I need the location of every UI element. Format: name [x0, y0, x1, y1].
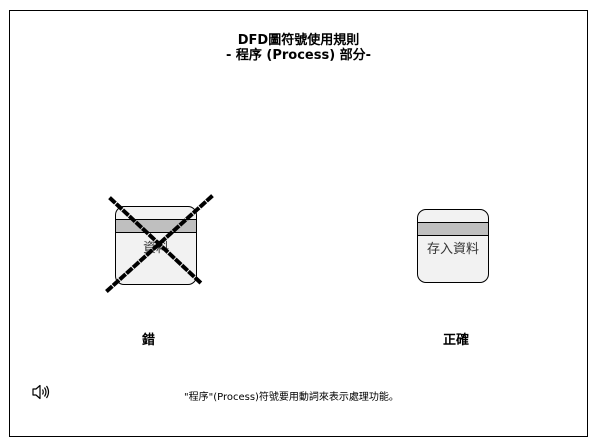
slide-subtitle: - 程序 (Process) 部分-	[225, 48, 372, 63]
slide: DFD圖符號使用規則 - 程序 (Process) 部分- 資料 存入資料 錯 …	[9, 10, 588, 437]
cross-mark-icon	[104, 194, 214, 294]
process-header-band	[418, 222, 488, 236]
speaker-icon[interactable]	[32, 384, 50, 400]
wrong-caption: 錯	[142, 333, 156, 348]
right-caption: 正確	[443, 333, 470, 348]
footnote-text: "程序"(Process)符號要用動詞來表示處理功能。	[184, 392, 399, 403]
slide-title: DFD圖符號使用規則	[237, 33, 360, 48]
right-process-symbol: 存入資料	[417, 209, 489, 283]
right-process-label: 存入資料	[426, 242, 479, 257]
